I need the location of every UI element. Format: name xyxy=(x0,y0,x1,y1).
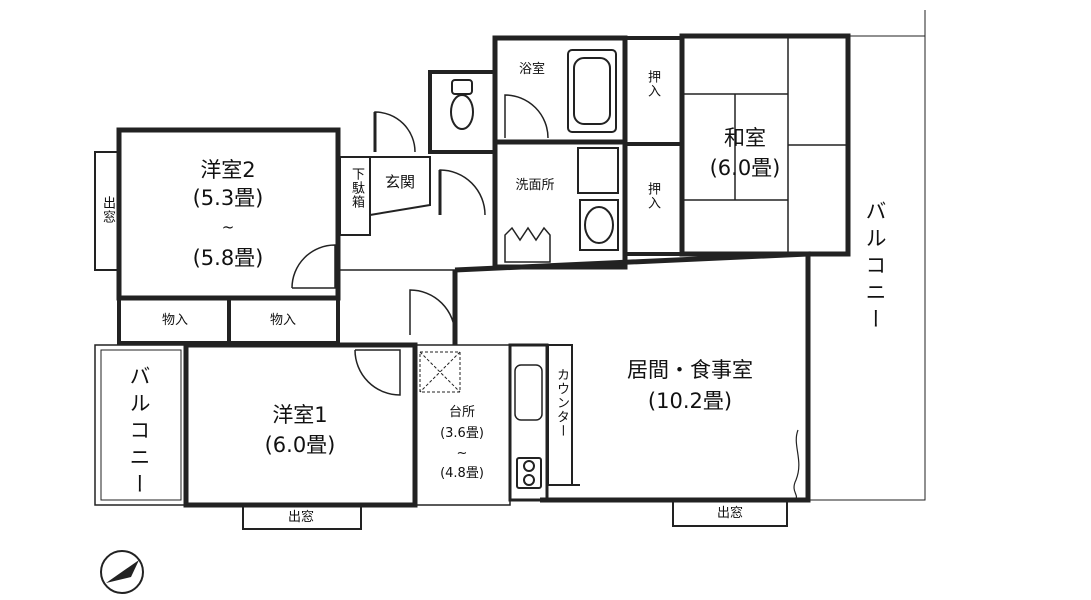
western-room-2-walls xyxy=(116,127,341,301)
western-room-2-size: (5.3畳) xyxy=(192,186,264,210)
right-balcony-outline xyxy=(810,35,926,501)
entrance-door-swing xyxy=(374,111,416,153)
washroom-label: 洗面所 xyxy=(515,178,555,193)
bath-room xyxy=(492,35,628,145)
left-balcony-outline xyxy=(94,344,187,506)
bay-window-bottom-right-label: 出窓 xyxy=(716,506,743,521)
living-room-size: (10.2畳) xyxy=(647,389,733,413)
western-room-2-tilde: ~ xyxy=(221,218,235,236)
closet-right-label: 物入 xyxy=(269,313,296,328)
kitchen-tilde: ~ xyxy=(456,446,468,461)
living-room-name: 居間・食事室 xyxy=(627,358,753,382)
kitchen-size: (3.6畳) xyxy=(440,426,484,441)
counter-label: カウンター xyxy=(554,368,569,438)
compass-north-arrow-icon xyxy=(100,550,144,594)
kitchen-name: 台所 xyxy=(448,405,475,420)
bay-window-bottom-right xyxy=(672,499,788,527)
western-room-1-name: 洋室1 xyxy=(272,403,328,427)
shoe-box-outline xyxy=(339,156,371,236)
western-room-2-name: 洋室2 xyxy=(200,158,256,182)
toilet-room xyxy=(428,70,497,154)
entrance-label: 玄関 xyxy=(384,173,415,191)
bay-window-bottom-left xyxy=(242,504,362,530)
kitchen-size-max: (4.8畳) xyxy=(440,466,484,481)
shoe-box-label: 下駄箱 xyxy=(349,167,364,209)
japanese-room-name: 和室 xyxy=(724,126,766,150)
washbasin-icon xyxy=(504,147,619,263)
washroom xyxy=(492,139,628,270)
bathtub-icon xyxy=(567,49,617,133)
fridge-space xyxy=(419,351,461,393)
oshiire-top-label: 押入 xyxy=(645,70,660,98)
kitchen-area xyxy=(414,344,511,506)
left-balcony-label: バルコニー xyxy=(127,365,151,500)
western-room-2-size-max: (5.8畳) xyxy=(192,246,264,270)
toilet-icon xyxy=(450,79,474,130)
right-balcony-label: バルコニー xyxy=(863,200,887,335)
closet-left-label: 物入 xyxy=(161,313,188,328)
stove-icon xyxy=(516,457,542,489)
japanese-room-size: (6.0畳) xyxy=(709,156,781,180)
bath-label: 浴室 xyxy=(518,62,545,77)
bay-window-left-label: 出窓 xyxy=(100,196,115,224)
bay-window-bottom-left-label: 出窓 xyxy=(287,510,314,525)
western-room-1-size: (6.0畳) xyxy=(264,433,336,457)
oshiire-bottom-label: 押入 xyxy=(645,182,660,210)
